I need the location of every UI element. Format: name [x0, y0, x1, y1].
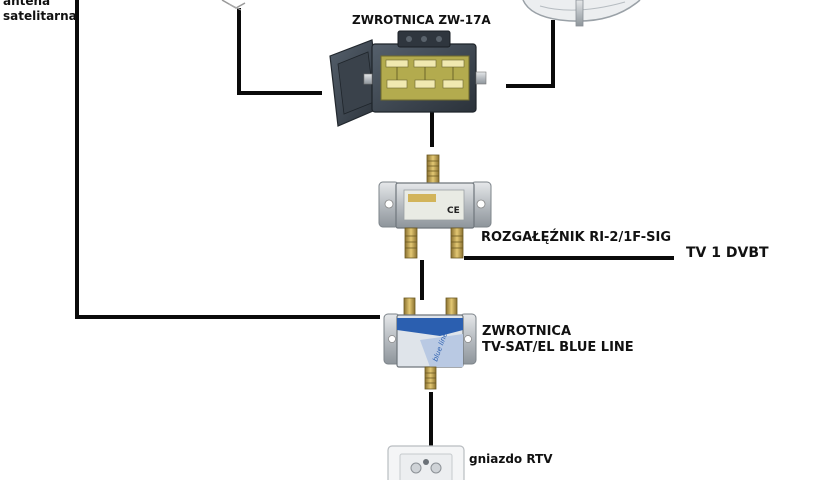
- label-diplexer-line2: TV-SAT/EL BLUE LINE: [482, 340, 634, 356]
- label-satellite-antenna-line1: antena: [3, 0, 51, 8]
- multiswitch-zw17a: [329, 30, 487, 127]
- rtv-socket: [387, 445, 465, 480]
- label-diplexer-line1: ZWROTNICA: [482, 324, 572, 339]
- label-diplexer: ZWROTNICA TV-SAT/EL BLUE LINE: [482, 324, 634, 357]
- terrestrial-antenna: [221, 0, 246, 11]
- diplexer-blue-line: blue line: [383, 297, 477, 390]
- label-satellite-antenna: antena satelitarna: [3, 0, 77, 24]
- wire-terrestrial-antenna: [237, 8, 322, 95]
- label-tv1-dvbt: TV 1 DVBT: [686, 245, 769, 261]
- svg-text:CE: CE: [447, 206, 460, 216]
- wire-satellite-antenna: [75, 0, 380, 319]
- wires: [75, 0, 674, 448]
- splitter-ri2: CE: [378, 154, 492, 259]
- satellite-dish: [522, 0, 641, 27]
- label-rtv-socket: gniazdo RTV: [469, 452, 553, 466]
- label-switch-zw17a: ZWROTNICA ZW-17A: [352, 13, 491, 27]
- label-satellite-antenna-line2: satelitarna: [3, 9, 77, 23]
- label-splitter: ROZGAŁĘŹNIK RI-2/1F-SIG: [481, 230, 672, 245]
- wire-satellite-dish-to-switch: [506, 20, 555, 88]
